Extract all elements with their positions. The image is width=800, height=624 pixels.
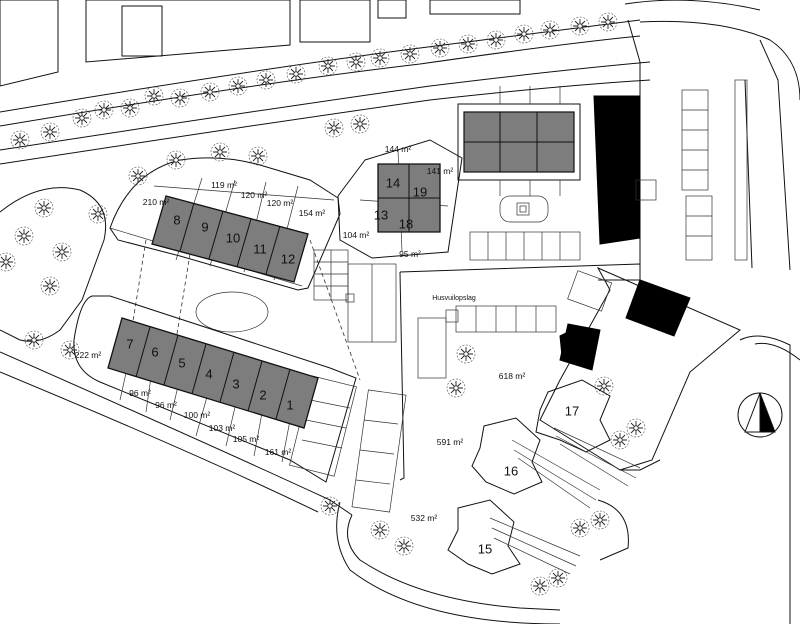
area-label: 96 m² <box>129 388 151 398</box>
area-label: 154 m² <box>299 208 326 218</box>
plot-number-3: 3 <box>232 376 239 391</box>
plot-number-15: 15 <box>478 541 492 556</box>
north-arrow-icon <box>737 392 783 438</box>
area-label: 618 m² <box>499 371 526 381</box>
trees <box>0 12 646 596</box>
area-label: 144 m² <box>385 144 412 154</box>
area-label: 161 m² <box>265 447 292 457</box>
plot-number-8: 8 <box>173 212 180 227</box>
plot-number-13: 13 <box>374 207 388 222</box>
area-label: 105 m² <box>233 434 260 444</box>
area-label: 104 m² <box>343 230 370 240</box>
plot-number-19: 19 <box>413 184 427 199</box>
sports-field <box>457 86 581 223</box>
plot-number-17: 17 <box>565 403 579 418</box>
black-building <box>593 95 657 245</box>
area-label: 95 m² <box>399 249 421 259</box>
plot-number-1: 1 <box>286 397 293 412</box>
existing-buildings <box>0 0 521 87</box>
houses-1-7 <box>107 317 319 429</box>
area-label: 100 m² <box>184 410 211 420</box>
plot-number-4: 4 <box>205 366 212 381</box>
plot-number-11: 11 <box>253 241 267 256</box>
right-road <box>681 39 800 624</box>
plot-number-2: 2 <box>259 387 266 402</box>
houses-8-12 <box>151 195 309 283</box>
block-13-19 <box>337 139 463 259</box>
area-label: 141 m² <box>427 166 454 176</box>
area-label: 103 m² <box>209 423 236 433</box>
area-label: 96 m² <box>155 400 177 410</box>
area-label: 119 m² <box>211 180 237 190</box>
bottom-road <box>336 501 561 624</box>
villa-footprints <box>447 379 661 575</box>
bin-area-label: Husvuilopslag <box>432 295 476 302</box>
area-label: 222 m² <box>75 350 102 360</box>
main-road <box>0 0 771 516</box>
area-label: 210 m² <box>143 197 170 207</box>
plot-number-5: 5 <box>178 355 185 370</box>
plot-number-7: 7 <box>126 336 133 351</box>
plot-number-18: 18 <box>399 216 413 231</box>
plot-number-9: 9 <box>201 219 208 234</box>
plot-number-6: 6 <box>151 344 158 359</box>
area-label: 591 m² <box>437 437 464 447</box>
plot-numbers: 1 2 3 4 5 6 7 8 9 10 11 12 13 14 18 19 1… <box>126 175 579 556</box>
area-label: 120 m² <box>267 198 294 208</box>
area-label: 120 m² <box>241 190 268 200</box>
plot-number-14: 14 <box>386 175 400 190</box>
plot-number-10: 10 <box>226 230 240 245</box>
plot-number-12: 12 <box>281 251 295 266</box>
area-label: 532 m² <box>411 513 438 523</box>
parking-row-center <box>399 231 641 281</box>
plot-areas: 210 m² 119 m² 120 m² 120 m² 154 m² 144 m… <box>75 144 526 523</box>
plot-number-16: 16 <box>504 463 518 478</box>
